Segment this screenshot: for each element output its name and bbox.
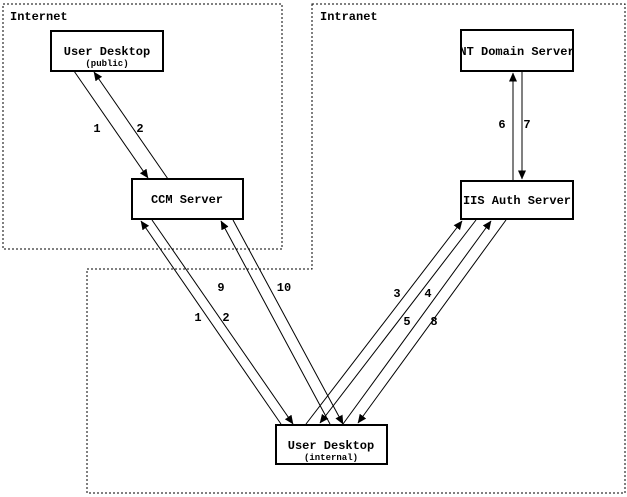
node-iis-auth-server-box <box>460 180 574 220</box>
node-internal-desktop: User Desktop (internal) <box>275 424 388 465</box>
edge-internal-desktop-to-iis-5 <box>342 220 492 425</box>
node-nt-domain-server-box <box>460 29 574 72</box>
edge-iis-to-internal-desktop-4 <box>319 219 477 424</box>
edge-ccm-to-public-desktop <box>93 71 169 180</box>
edge-internal-desktop-to-ccm-1 <box>140 220 282 425</box>
node-ccm-server: CCM Server <box>131 178 244 220</box>
zone-intranet-label: Intranet <box>320 10 378 24</box>
edge-label: 2 <box>222 311 229 325</box>
edge-public-desktop-to-ccm <box>73 70 149 179</box>
edge-internal-desktop-to-iis-3 <box>305 220 463 425</box>
edge-ccm-to-internal-desktop-10 <box>232 219 344 425</box>
edge-label: 6 <box>498 118 505 132</box>
node-ccm-server-label: CCM Server <box>151 193 223 207</box>
node-internal-desktop-box <box>275 424 388 465</box>
edge-label: 10 <box>277 281 291 295</box>
node-internal-desktop-sublabel: (internal) <box>304 453 358 463</box>
edge-label: 1 <box>93 122 100 136</box>
node-public-desktop-label: User Desktop <box>64 45 150 59</box>
node-nt-domain-server-label: NT Domain Server <box>459 45 574 59</box>
edge-ccm-to-internal-desktop-2 <box>151 219 294 425</box>
node-public-desktop-box <box>50 30 164 72</box>
edge-label: 1 <box>194 311 201 325</box>
edge-label: 8 <box>430 315 437 329</box>
node-nt-domain-server: NT Domain Server <box>459 29 575 72</box>
edge-label: 9 <box>217 281 224 295</box>
edge-label: 4 <box>424 287 431 301</box>
edge-label: 3 <box>393 287 400 301</box>
edge-label: 2 <box>136 122 143 136</box>
node-public-desktop: User Desktop (public) <box>50 30 164 72</box>
edge-iis-to-internal-desktop-8 <box>357 219 507 424</box>
node-iis-auth-server-label: IIS Auth Server <box>463 194 571 208</box>
node-public-desktop-sublabel: (public) <box>85 59 128 69</box>
node-ccm-server-box <box>131 178 244 220</box>
edge-internal-desktop-to-ccm-9 <box>220 220 331 425</box>
zone-internet-boundary <box>2 3 283 250</box>
edge-label: 7 <box>523 118 530 132</box>
zone-intranet-boundary <box>86 3 626 494</box>
zone-internet-label: Internet <box>10 10 68 24</box>
node-internal-desktop-label: User Desktop <box>288 439 374 453</box>
node-iis-auth-server: IIS Auth Server <box>460 180 574 220</box>
edge-label: 5 <box>403 315 410 329</box>
